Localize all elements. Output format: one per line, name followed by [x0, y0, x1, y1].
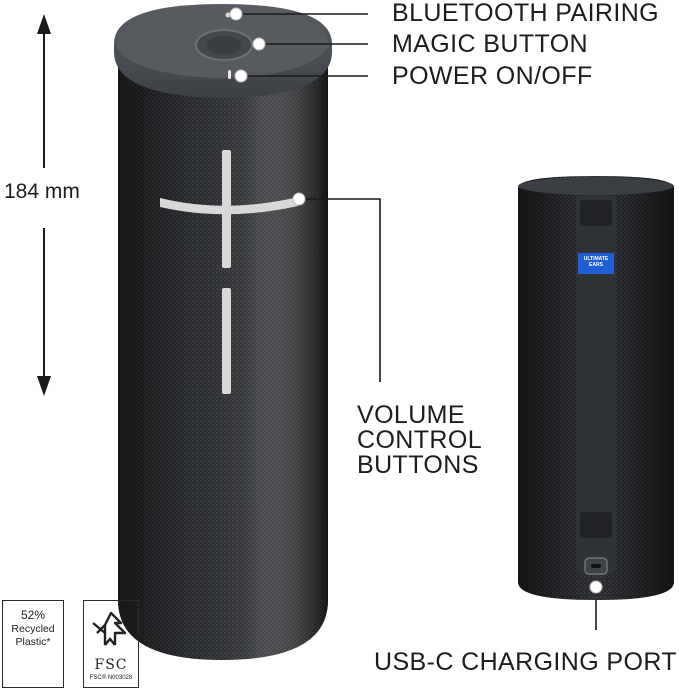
- front-speaker: [114, 4, 332, 660]
- magic-button-icon: [195, 29, 253, 61]
- volume-plus-icon: [160, 150, 298, 268]
- usb-c-port-icon: [584, 557, 608, 575]
- usb-c-label: USB-C CHARGING PORT: [374, 648, 677, 676]
- bluetooth-pairing-label: BLUETOOTH PAIRING: [392, 0, 660, 27]
- brand-tag-line1: ULTIMATE: [583, 256, 609, 262]
- height-dimension-label: 184 mm: [4, 180, 80, 203]
- volume-label-line1: VOLUME: [357, 401, 465, 429]
- fsc-tree-icon: [92, 611, 127, 646]
- recycled-percent: 52%: [20, 608, 46, 622]
- plastic-label: Plastic*: [15, 636, 51, 648]
- magic-button-label: MAGIC BUTTON: [392, 30, 589, 58]
- height-dimension-arrow: [37, 14, 51, 396]
- bluetooth-dot-icon: [225, 12, 231, 18]
- back-speaker: [518, 176, 674, 600]
- fsc-badge: FSC FSC® N003028: [83, 600, 139, 688]
- power-icon: [228, 70, 231, 79]
- fsc-mark: FSC: [94, 657, 128, 673]
- volume-minus-icon: [222, 288, 231, 394]
- recycled-plastic-badge: 52% Recycled Plastic*: [2, 600, 64, 688]
- recycled-label: Recycled: [11, 623, 55, 635]
- power-label: POWER ON/OFF: [392, 62, 593, 90]
- brand-tag-text: ULTIMATE EARS: [578, 256, 614, 268]
- volume-label-line2: CONTROL: [357, 426, 483, 454]
- brand-tag-line2: EARS: [589, 262, 603, 268]
- fsc-code: FSC® N003028: [89, 675, 133, 681]
- fsc-trademark: ™: [130, 601, 137, 608]
- callout-lines: [236, 13, 597, 630]
- ultimate-ears-tag: [578, 253, 614, 274]
- volume-label-line3: BUTTONS: [357, 451, 479, 479]
